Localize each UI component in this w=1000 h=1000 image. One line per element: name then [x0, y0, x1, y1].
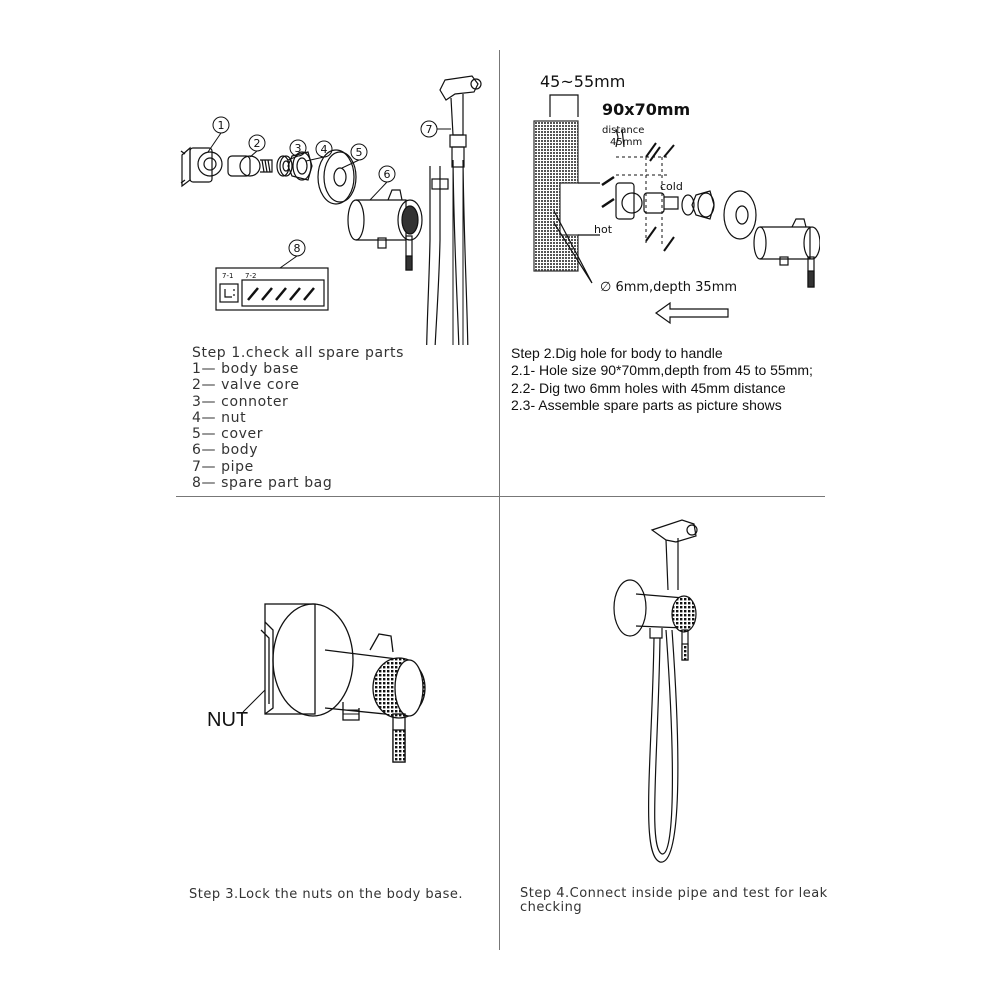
assembly-parts: [615, 182, 820, 288]
wall-plate: [264, 603, 316, 715]
depth-dimension-bracket: [549, 94, 579, 117]
screws-and-plugs: [601, 142, 675, 252]
connector-part: [276, 155, 293, 177]
cover-part: [317, 149, 357, 205]
callout-4: 4: [321, 143, 328, 156]
step1-title: Step 1.check all spare parts: [192, 345, 405, 361]
callout-1: 1: [218, 119, 225, 132]
callout-7: 7: [426, 123, 433, 136]
instruction-line: 2.1- Hole size 90*70mm,depth from 45 to …: [511, 362, 813, 378]
knurled-handle: [671, 595, 697, 633]
horizontal-divider: [176, 496, 825, 497]
spare-part-bag: [215, 267, 329, 311]
bag-label-7-1: 7-1: [222, 272, 233, 280]
step2-title: Step 2.Dig hole for body to handle: [511, 345, 723, 361]
instruction-sheet: [176, 50, 825, 950]
distance-value: 45mm: [610, 137, 642, 148]
bag-label-7-2: 7-2: [245, 272, 256, 280]
spray-head: [650, 519, 697, 543]
part-item: 7— pipe: [192, 458, 254, 475]
hose: [648, 629, 679, 863]
instruction-line: 2.3- Assemble spare parts as picture sho…: [511, 397, 782, 413]
cover-plate: [613, 579, 647, 637]
part-item: 1— body base: [192, 361, 300, 377]
distance-label: distance: [602, 125, 644, 136]
part-item: 3— connoter: [192, 393, 289, 410]
part-item: 8— spare part bag: [192, 475, 333, 492]
locked-nut: [260, 621, 274, 715]
step1-parts-list: 1— body base 2— valve core 3— connoter 4…: [192, 361, 332, 491]
part-item: 4— nut: [192, 409, 247, 426]
part-item: 2— valve core: [192, 377, 300, 394]
callout-2: 2: [254, 137, 261, 150]
part-item: 6— body: [192, 442, 259, 459]
wall-cross-section: [533, 120, 579, 272]
cover-plate: [272, 603, 354, 717]
step2-installation-diagram: 45~55mm 90x70mm distance 45mm cold hot ∅…: [533, 72, 820, 325]
valve-core-part: [227, 155, 273, 177]
instruction-line: 2.2- Dig two 6mm holes with 45mm distanc…: [511, 379, 786, 396]
body-base-part: [180, 146, 223, 188]
callout-8: 8: [294, 242, 301, 255]
callout-3: 3: [295, 142, 302, 155]
nut-label: NUT: [207, 709, 249, 731]
cold-label: cold: [660, 180, 683, 193]
callout-6: 6: [384, 168, 391, 181]
hole-size-label: 90x70mm: [602, 100, 690, 119]
step3-installed-body-diagram: [242, 603, 426, 763]
step4-connected-pipe-diagram: [613, 519, 698, 863]
direction-arrow: [654, 301, 729, 325]
callout-5: 5: [356, 146, 363, 159]
part-item: 5— cover: [192, 426, 264, 443]
depth-dimension-label: 45~55mm: [540, 72, 625, 91]
pipe-part: [426, 75, 482, 345]
body-part: [347, 189, 423, 271]
step1-exploded-diagram: 1 2 3 4 5 6 7 8 7-1 7-2: [180, 75, 482, 345]
nut-part: [287, 151, 313, 181]
step4-caption-line2: checking: [520, 900, 583, 915]
drill-hole-label: ∅ 6mm,depth 35mm: [600, 280, 737, 295]
step4-caption-line1: Step 4.Connect inside pipe and test for …: [520, 886, 828, 901]
vertical-divider: [499, 50, 500, 950]
step2-instructions: 2.1- Hole size 90*70mm,depth from 45 to …: [511, 362, 813, 415]
hot-label: hot: [594, 223, 613, 236]
step3-caption: Step 3.Lock the nuts on the body base.: [189, 887, 464, 902]
callout-markers: [207, 116, 451, 269]
